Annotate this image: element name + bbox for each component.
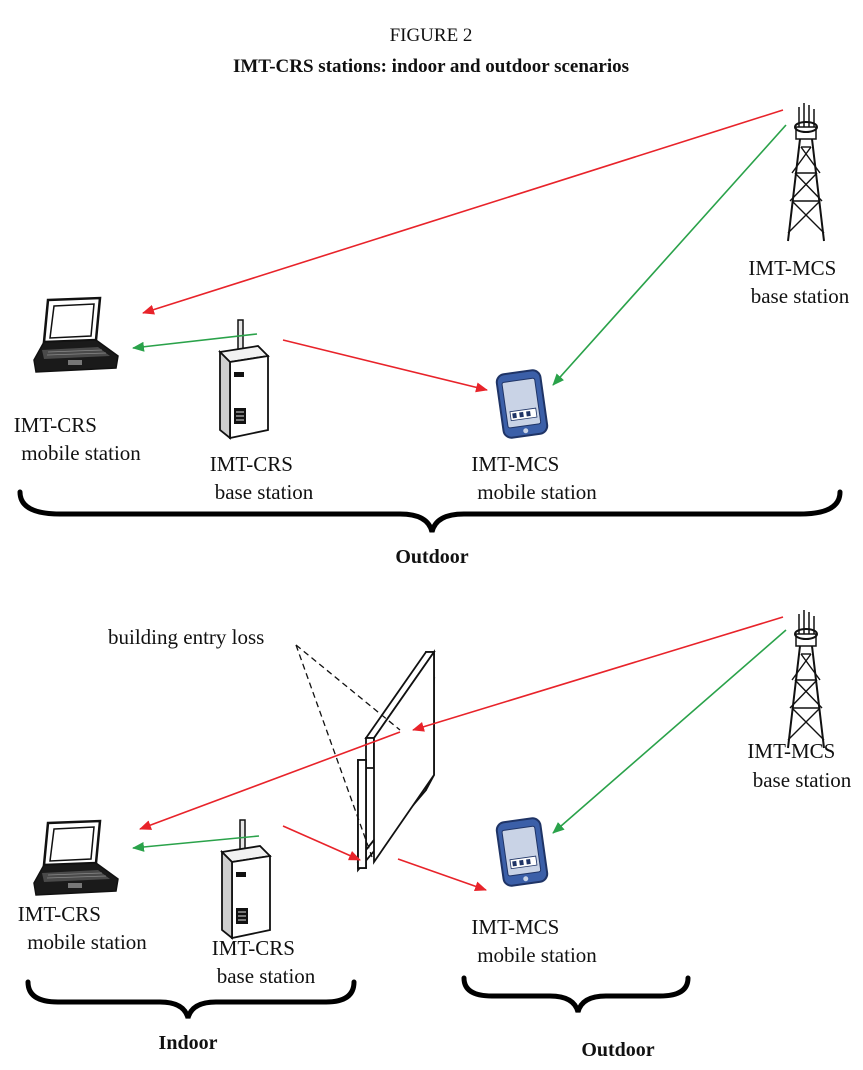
arrow-crs-base-to-crs-mobile-2 <box>132 835 260 852</box>
pointer-entry-loss-2 <box>295 644 373 858</box>
arrow-crs-base-to-wall <box>282 825 361 861</box>
label-crs-base: IMT-CRS base station <box>210 452 314 504</box>
brace-indoor <box>25 979 357 1019</box>
label-mcs-base: IMT-MCS base station <box>748 256 849 308</box>
label-outdoor-top: Outdoor <box>395 546 468 568</box>
arrow-wall-to-mcs-mobile <box>397 858 487 892</box>
arrow-crs-base-to-mcs-mobile <box>282 339 488 393</box>
label-outdoor-bottom: Outdoor <box>581 1039 654 1061</box>
mcs-base-tower-icon-2 <box>787 609 825 749</box>
mcs-mobile-phone-icon <box>494 368 550 440</box>
panel-indoor-outdoor: building entry loss IMT-MCS base station… <box>18 609 852 1061</box>
building-wall <box>356 649 436 873</box>
label-mcs-base-2: IMT-MCS base station <box>747 739 851 792</box>
arrow-wall-to-crs-mobile <box>139 731 401 830</box>
mcs-base-tower-icon <box>787 102 825 242</box>
arrow-crs-base-to-crs-mobile <box>132 333 258 352</box>
label-crs-mobile: IMT-CRS mobile station <box>14 413 142 465</box>
brace-outdoor-bottom <box>461 975 691 1013</box>
panel-outdoor: IMT-MCS base station IMT-CRS mobile stat… <box>14 102 850 568</box>
label-crs-mobile-2: IMT-CRS mobile station <box>18 902 148 954</box>
crs-mobile-laptop-icon-2 <box>32 819 120 897</box>
brace-outdoor <box>17 489 843 533</box>
pointer-entry-loss-1 <box>295 644 401 731</box>
label-indoor: Indoor <box>159 1032 218 1054</box>
arrow-mcs-to-crs-mobile <box>142 109 784 315</box>
crs-mobile-laptop-icon <box>32 296 120 374</box>
label-mcs-mobile: IMT-MCS mobile station <box>471 452 597 504</box>
arrow-mcs-to-mcs-mobile <box>552 124 787 386</box>
label-building-entry-loss: building entry loss <box>108 625 264 649</box>
arrow-mcs-to-wall <box>412 616 784 732</box>
arrow-mcs-to-mcs-mobile-2 <box>552 629 787 834</box>
figure-number: FIGURE 2 <box>390 25 473 46</box>
label-crs-base-2: IMT-CRS base station <box>212 936 316 988</box>
label-mcs-mobile-2: IMT-MCS mobile station <box>471 915 597 967</box>
figure-title: IMT-CRS stations: indoor and outdoor sce… <box>233 56 629 77</box>
mcs-mobile-phone-icon-2 <box>494 816 550 888</box>
